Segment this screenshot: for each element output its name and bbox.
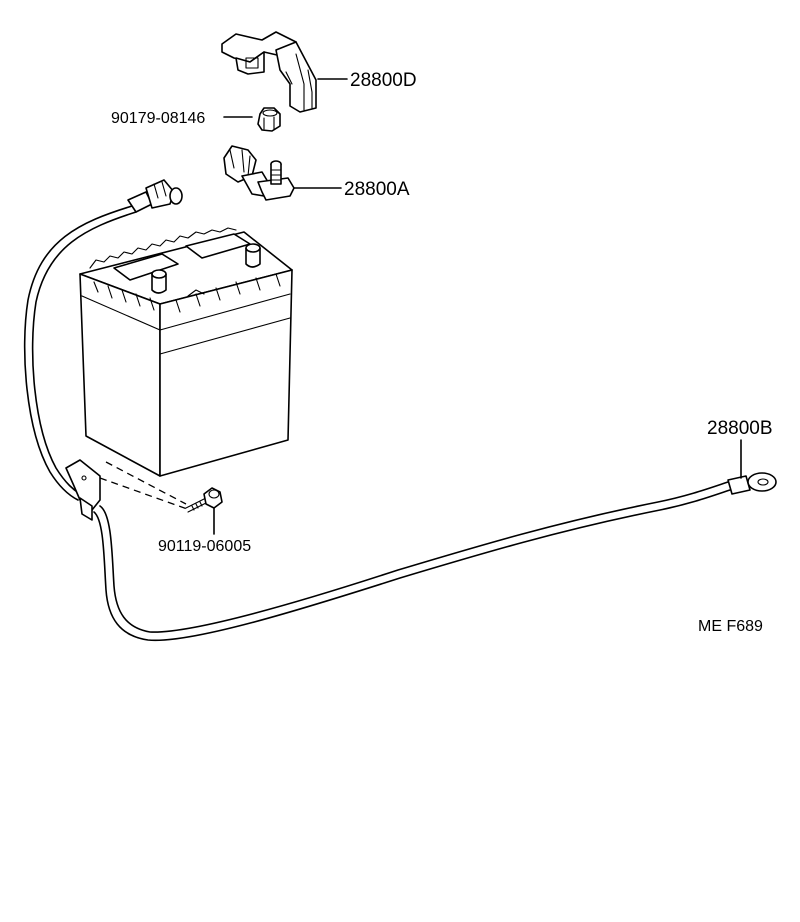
positive-clamp-label: 28800A: [344, 179, 410, 200]
positive-clamp-drawing: [223, 145, 295, 201]
nut-drawing: [257, 107, 281, 132]
cable-bracket-drawing: [65, 459, 101, 521]
figure-code: ME F689: [698, 618, 763, 635]
battery-drawing: [79, 227, 293, 477]
terminal-cover-label: 28800D: [350, 70, 417, 91]
bolt-drawing: [185, 487, 223, 513]
ground-cable-drawing: [93, 472, 777, 642]
battery-cable-drawing: [23, 179, 183, 501]
ground-cable-label: 28800B: [707, 418, 773, 439]
bolt-label: 90119-06005: [158, 538, 251, 555]
nut-label: 90179-08146: [111, 110, 205, 127]
terminal-cover-drawing: [221, 31, 317, 113]
